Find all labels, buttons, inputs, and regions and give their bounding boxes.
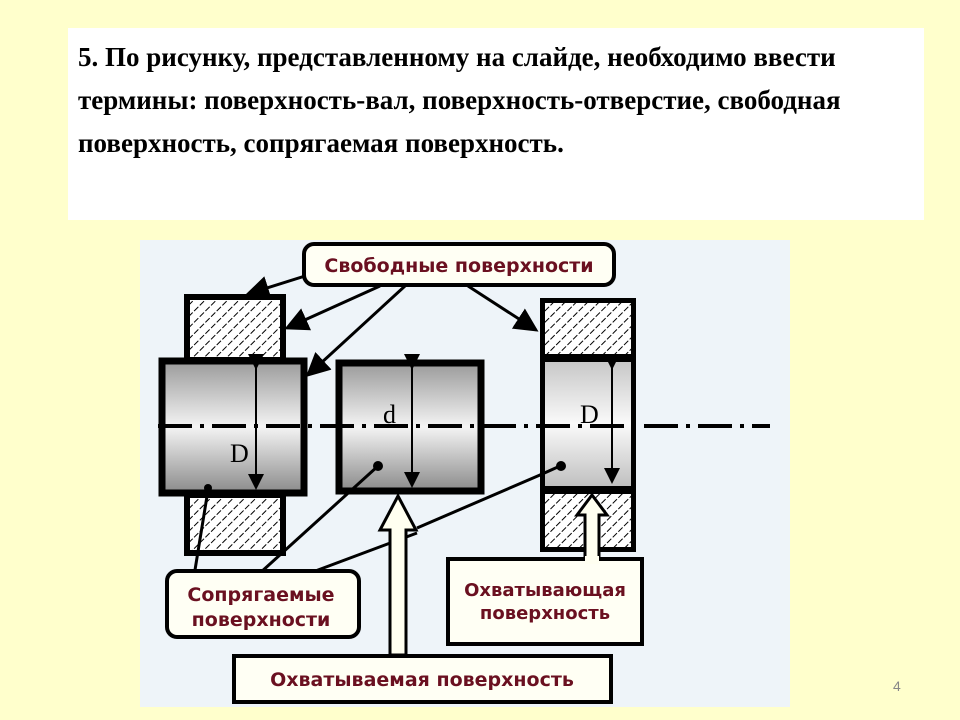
mating-surfaces-label: Сопрягаемые поверхности — [165, 569, 361, 639]
dim-D-left: D — [230, 439, 249, 468]
svg-text:Охватываемая поверхность: Охватываемая поверхность — [270, 669, 574, 691]
leader-lines — [193, 263, 561, 575]
svg-text:поверхности: поверхности — [192, 609, 331, 631]
dim-d: d — [383, 400, 396, 429]
question-text-box: 5. По рисунку, представленному на слайде… — [68, 28, 924, 220]
svg-text:Свободные поверхности: Свободные поверхности — [324, 255, 593, 277]
question-text: 5. По рисунку, представленному на слайде… — [78, 42, 841, 158]
svg-text:поверхность: поверхность — [480, 603, 610, 624]
leader-dots — [204, 461, 566, 492]
enclosing-arrow-icon — [574, 492, 610, 562]
enclosed-arrow-icon — [377, 492, 419, 657]
enclosed-surface-label: Охватываемая поверхность — [232, 654, 613, 704]
svg-text:Охватывающая: Охватывающая — [464, 580, 626, 601]
shaft-hole-diagram: D d D Свободные поверхности Сопрягаемые … — [140, 240, 790, 707]
free-surfaces-label: Свободные поверхности — [302, 242, 616, 287]
svg-text:Сопрягаемые: Сопрягаемые — [187, 584, 334, 606]
dim-D-right: D — [580, 400, 599, 429]
slide-number: 4 — [893, 678, 901, 694]
enclosing-surface-label: Охватывающая поверхность — [446, 556, 644, 646]
